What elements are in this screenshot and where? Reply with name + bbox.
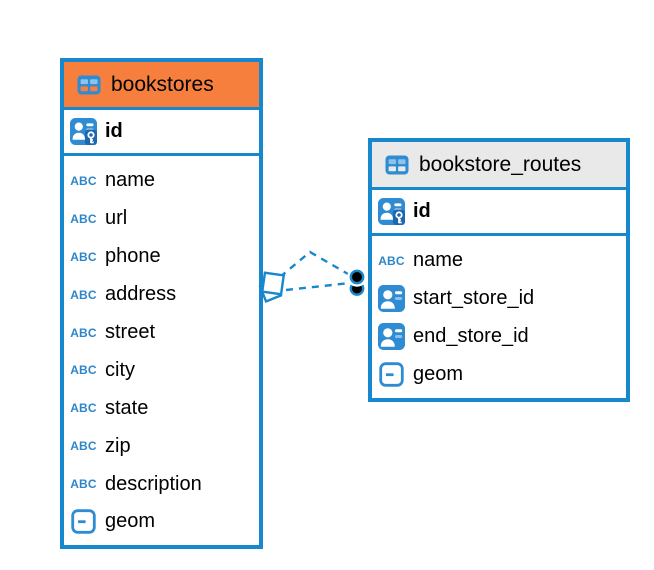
text-icon: ABC <box>70 363 97 378</box>
column-row[interactable]: start_store_id <box>372 280 626 318</box>
relation-line-top[interactable] <box>279 250 349 278</box>
column-row[interactable]: ABC zip <box>64 427 259 465</box>
column-name: geom <box>413 363 464 386</box>
column-row[interactable]: end_store_id <box>372 318 626 356</box>
text-icon: ABC <box>70 287 97 302</box>
text-icon: ABC <box>70 249 97 264</box>
text-icon: ABC <box>70 401 97 416</box>
table-icon <box>75 75 102 95</box>
relation-source-marker-front <box>260 271 286 296</box>
column-row[interactable]: ABC city <box>64 351 259 389</box>
column-name: state <box>105 396 149 419</box>
text-icon: ABC <box>70 325 97 340</box>
column-name: city <box>105 358 135 381</box>
column-name: name <box>105 169 156 192</box>
table-header-bookstores[interactable]: bookstores <box>64 62 259 110</box>
column-name: geom <box>105 510 156 533</box>
column-row[interactable]: ABC phone <box>64 238 259 276</box>
column-name: name <box>413 249 464 272</box>
primary-key-row[interactable]: id <box>64 110 259 156</box>
relation-source-marker-back <box>258 279 283 303</box>
column-name: url <box>105 207 128 230</box>
foreign-key-icon <box>378 323 405 351</box>
column-name: description <box>105 472 202 495</box>
column-name: id <box>105 120 123 142</box>
foreign-key-icon <box>378 285 405 313</box>
column-name: id <box>413 200 431 222</box>
text-icon: ABC <box>70 211 97 226</box>
relation-line-bottom[interactable] <box>285 281 351 292</box>
column-row[interactable]: ABC state <box>64 389 259 427</box>
column-name: end_store_id <box>413 325 529 348</box>
column-row[interactable]: ABC address <box>64 276 259 314</box>
relation-endpoint-dot-lower <box>349 281 365 296</box>
column-row[interactable]: ABC street <box>64 314 259 352</box>
column-row[interactable]: ABC description <box>64 465 259 503</box>
relation-endpoint-halo <box>347 267 367 287</box>
column-row[interactable]: geom <box>64 503 259 541</box>
column-row[interactable]: ABC url <box>64 200 259 238</box>
column-row[interactable]: geom <box>372 356 626 394</box>
primary-key-section: id <box>372 190 626 236</box>
text-icon: ABC <box>378 253 405 268</box>
text-icon: ABC <box>70 477 97 492</box>
column-row[interactable]: ABC name <box>372 242 626 280</box>
table-card-bookstore-routes[interactable]: bookstore_routes id ABC name start_store_… <box>368 138 630 402</box>
geometry-icon <box>378 362 405 387</box>
primary-key-icon <box>378 198 405 225</box>
text-icon: ABC <box>70 439 97 454</box>
primary-key-icon <box>70 118 97 145</box>
primary-key-section: id <box>64 110 259 156</box>
column-name: address <box>105 283 177 306</box>
geometry-icon <box>70 509 97 535</box>
column-row[interactable]: ABC name <box>64 162 259 200</box>
columns-section: ABC name start_store_id end_store_id geom <box>372 236 626 398</box>
text-icon: ABC <box>70 173 97 188</box>
column-name: start_store_id <box>413 287 535 310</box>
column-name: zip <box>105 434 131 457</box>
table-header-bookstore-routes[interactable]: bookstore_routes <box>372 142 626 190</box>
relation-endpoint-dot-upper <box>349 269 365 285</box>
table-title: bookstores <box>111 72 214 96</box>
column-name: street <box>105 321 156 343</box>
column-name: phone <box>105 245 161 268</box>
primary-key-row[interactable]: id <box>372 190 626 236</box>
fk-relation[interactable] <box>258 250 367 303</box>
table-title: bookstore_routes <box>419 152 582 176</box>
table-icon <box>383 155 410 175</box>
